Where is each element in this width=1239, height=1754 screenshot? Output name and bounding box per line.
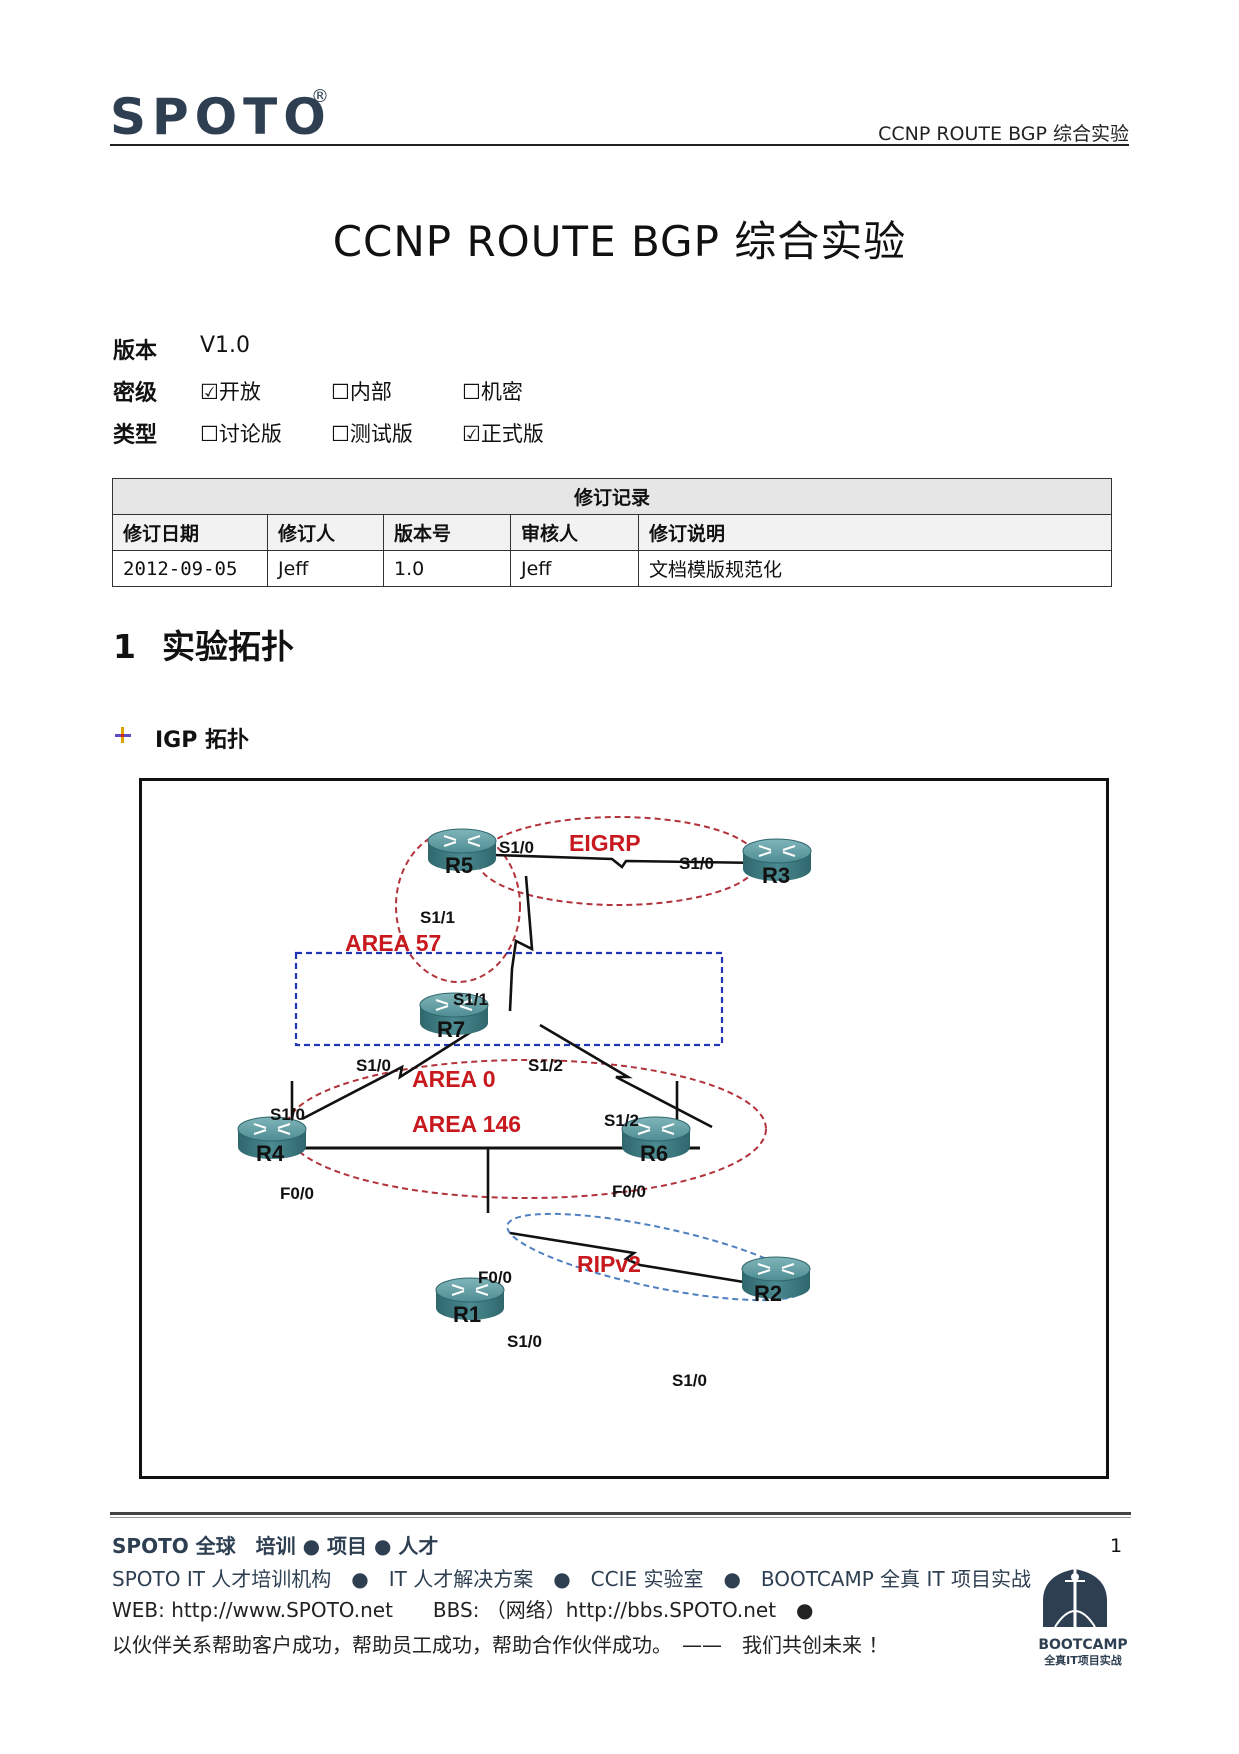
router-label-r3: R3 <box>762 863 790 888</box>
column-header-version: 版本号 <box>383 514 511 551</box>
bootcamp-wordmark: BOOTCAMP <box>1038 1637 1128 1653</box>
area-0-boundary <box>294 951 724 1047</box>
if-r5-r7: S1/1 <box>420 908 455 927</box>
footer-motto: 以伙伴关系帮助客户成功，帮助员工成功，帮助合作伙伴成功。 —— 我们共创未来 ！ <box>112 1633 889 1657</box>
secret-option-internal: ☐内部 <box>331 376 392 406</box>
router-label-r4: R4 <box>256 1141 285 1166</box>
document-title: CCNP ROUTE BGP 综合实验 <box>332 217 907 266</box>
area-label-area0: AREA 0 <box>412 1066 496 1092</box>
link-r5-r7 <box>508 875 534 1012</box>
router-label-r7: R7 <box>437 1017 465 1042</box>
column-header-reviewer: 审核人 <box>510 514 639 551</box>
if-r1-r2: S1/0 <box>507 1332 542 1351</box>
router-label-r2: R2 <box>754 1281 782 1306</box>
if-r3-r5: S1/0 <box>679 854 714 873</box>
section-number: 1 <box>113 627 136 666</box>
option-label: 机密 <box>480 380 523 404</box>
footer-services: SPOTO IT 人才培训机构 ● IT 人才解决方案 ● CCIE 实验室 ●… <box>112 1567 1031 1591</box>
checked-box-icon: ☑ <box>200 380 219 404</box>
type-option-test: ☐测试版 <box>331 418 413 448</box>
cell-notes: 文档模版规范化 <box>638 550 1112 587</box>
option-label: 正式版 <box>480 422 544 446</box>
section-title: 实验拓扑 <box>161 627 294 666</box>
unchecked-box-icon: ☐ <box>462 380 481 404</box>
option-label: 开放 <box>218 380 261 404</box>
footer-rule-thin <box>110 1517 1131 1518</box>
if-r2-r1: S1/0 <box>672 1371 707 1390</box>
if-r6-r7: S1/2 <box>604 1111 639 1130</box>
router-label-r6: R6 <box>640 1141 668 1166</box>
if-r7-r4: S1/0 <box>356 1056 391 1075</box>
version-value: V1.0 <box>200 333 251 358</box>
link-r5-r3 <box>493 853 763 869</box>
cell-version: 1.0 <box>383 550 511 587</box>
spoto-logo: SPOTO <box>110 88 332 146</box>
if-r7-r6: S1/2 <box>528 1056 563 1075</box>
bootcamp-logo-icon <box>1035 1565 1115 1639</box>
cell-date: 2012-09-05 <box>112 550 268 587</box>
secret-option-confidential: ☐机密 <box>462 376 523 406</box>
router-label-r5: R5 <box>445 853 473 878</box>
running-header-title: CCNP ROUTE BGP 综合实验 <box>878 123 1129 145</box>
subheading-igp-topology: IGP 拓扑 <box>155 728 250 753</box>
unchecked-box-icon: ☐ <box>331 422 350 446</box>
type-option-release: ☑正式版 <box>462 418 544 448</box>
if-r1-lan: F0/0 <box>478 1268 512 1287</box>
area-label-ripv2: RIPv2 <box>577 1251 641 1277</box>
link-r7-r4 <box>301 1023 483 1121</box>
unchecked-box-icon: ☐ <box>331 380 350 404</box>
cell-reviser: Jeff <box>267 550 384 587</box>
router-label-r1: R1 <box>453 1302 481 1327</box>
option-label: 讨论版 <box>218 422 282 446</box>
if-r7-r5: S1/1 <box>453 990 488 1009</box>
secret-option-open: ☑开放 <box>200 376 261 406</box>
area-label-area146: AREA 146 <box>412 1111 521 1137</box>
link-r1-r2 <box>509 1231 763 1287</box>
if-r4-lan: F0/0 <box>280 1184 314 1203</box>
revision-table: 修订记录 修订日期 修订人 版本号 审核人 修订说明 2012-09-05 Je… <box>112 478 1112 587</box>
footer-web: WEB: http://www.SPOTO.net BBS: （网络）http:… <box>112 1598 814 1622</box>
secret-label: 密级 <box>113 381 158 406</box>
unchecked-box-icon: ☐ <box>200 422 219 446</box>
section-heading: 1 实验拓扑 <box>113 620 294 668</box>
area-label-eigrp: EIGRP <box>569 830 641 856</box>
column-header-notes: 修订说明 <box>638 514 1112 551</box>
column-header-reviser: 修订人 <box>267 514 384 551</box>
option-label: 内部 <box>349 380 392 404</box>
registered-mark: ® <box>311 86 329 107</box>
bullet-icon <box>113 725 133 749</box>
header-rule <box>110 144 1129 146</box>
page-number: 1 <box>1110 1535 1123 1557</box>
area-label-area57: AREA 57 <box>345 930 441 956</box>
revision-table-caption: 修订记录 <box>112 478 1112 515</box>
checked-box-icon: ☑ <box>462 422 481 446</box>
bootcamp-subtitle: 全真IT项目实战 <box>1044 1654 1122 1667</box>
if-r5-r3: S1/0 <box>499 838 534 857</box>
if-r6-lan: F0/0 <box>612 1182 646 1201</box>
footer-rule <box>110 1512 1131 1515</box>
link-r7-r6 <box>539 1023 713 1129</box>
cell-reviewer: Jeff <box>510 550 639 587</box>
column-header-date: 修订日期 <box>112 514 268 551</box>
version-label: 版本 <box>113 339 158 364</box>
topology-drawing: R5 R3 R7 R4 R6 R1 R2 EIGRP AREA 57 AREA … <box>142 781 1100 1470</box>
type-label: 类型 <box>113 423 158 448</box>
type-option-discussion: ☐讨论版 <box>200 418 282 448</box>
if-r4-r7: S1/0 <box>270 1105 305 1124</box>
footer-tagline: SPOTO 全球 培训 ● 项目 ● 人才 <box>112 1534 439 1558</box>
option-label: 测试版 <box>349 422 413 446</box>
table-row: 2012-09-05 Jeff 1.0 Jeff 文档模版规范化 <box>112 550 1112 587</box>
